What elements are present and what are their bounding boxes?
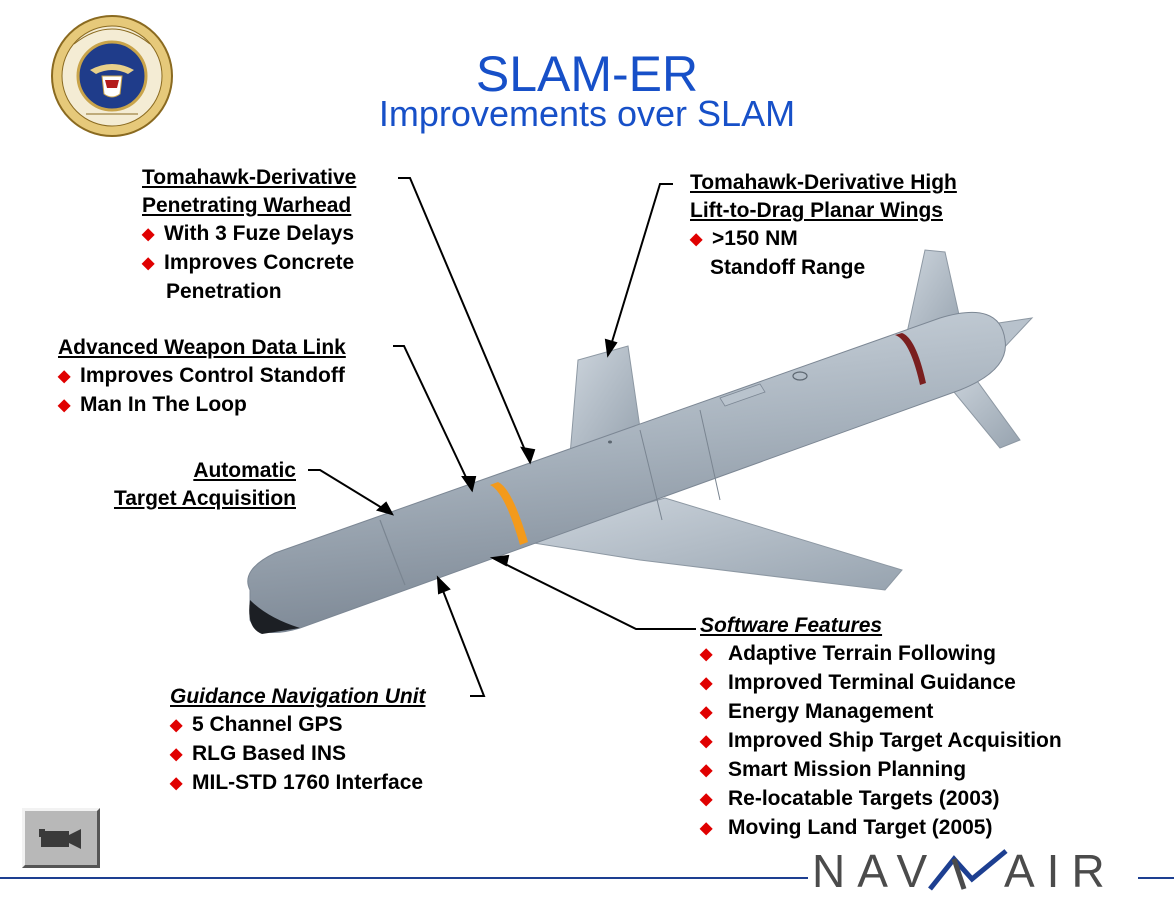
atac-title-line2: Target Acquisition	[113, 487, 296, 510]
red-diamond-icon: ◆	[690, 231, 703, 248]
list-item: ◆5 Channel GPS	[170, 711, 426, 740]
list-item: ◆Improves Concrete	[142, 249, 356, 278]
list-item: ◆Improved Ship Target Acquisition	[700, 727, 1062, 756]
navair-left: NAV	[812, 845, 940, 897]
red-diamond-icon: ◆	[170, 717, 183, 734]
list-item: ◆Improves Control Standoff	[58, 362, 346, 391]
list-item: ◆>150 NM	[690, 225, 957, 254]
list-item: ◆Adaptive Terrain Following	[700, 640, 1062, 669]
atac-title-line1: Automatic	[193, 459, 296, 482]
red-diamond-icon: ◆	[700, 820, 713, 837]
list-item: ◆RLG Based INS	[170, 740, 426, 769]
page-subtitle: Improvements over SLAM	[378, 93, 796, 134]
software-title: Software Features	[700, 614, 883, 637]
callout-warhead: Tomahawk-Derivative Penetrating Warhead …	[142, 164, 356, 306]
warhead-band	[490, 482, 528, 545]
leader-lines	[308, 177, 696, 697]
software-bullets: ◆Adaptive Terrain Following ◆Improved Te…	[700, 640, 1062, 843]
navair-swoosh-icon	[928, 849, 1008, 891]
missile-body	[247, 311, 1006, 633]
footer-rule	[0, 877, 1174, 879]
red-diamond-icon: ◆	[142, 226, 155, 243]
datalink-title: Advanced Weapon Data Link	[58, 336, 346, 359]
callout-datalink: Advanced Weapon Data Link ◆Improves Cont…	[58, 334, 346, 420]
red-diamond-icon: ◆	[700, 675, 713, 692]
list-item: ◆Improved Terminal Guidance	[700, 669, 1062, 698]
list-item: ◆Man In The Loop	[58, 391, 346, 420]
list-item-continuation: Penetration	[166, 280, 282, 303]
red-diamond-icon: ◆	[170, 746, 183, 763]
wings-title-line1: Tomahawk-Derivative High	[690, 171, 957, 194]
red-diamond-icon: ◆	[700, 762, 713, 779]
page-title: SLAM-ER	[475, 46, 699, 102]
list-item: ◆Moving Land Target (2005)	[700, 814, 1062, 843]
wings-bullets: ◆>150 NM Standoff Range	[690, 225, 957, 282]
list-item-continuation: Standoff Range	[710, 256, 866, 279]
warhead-title-line1: Tomahawk-Derivative	[142, 166, 357, 189]
gnu-title: Guidance Navigation Unit	[170, 685, 426, 708]
red-diamond-icon: ◆	[142, 255, 155, 272]
list-item: ◆Smart Mission Planning	[700, 756, 1062, 785]
callout-software: Software Features ◆Adaptive Terrain Foll…	[700, 612, 1062, 843]
list-item: ◆MIL-STD 1760 Interface	[170, 769, 426, 798]
seal-icon	[51, 15, 173, 137]
callout-atac: Automatic Target Acquisition	[80, 457, 296, 513]
wings-title-line2: Lift-to-Drag Planar Wings	[690, 199, 943, 222]
red-diamond-icon: ◆	[700, 791, 713, 808]
navy-seal-logo	[50, 14, 174, 138]
movie-camera-button[interactable]	[22, 808, 100, 868]
missile-nose	[249, 600, 300, 634]
red-diamond-icon: ◆	[58, 397, 71, 414]
callout-gnu: Guidance Navigation Unit ◆5 Channel GPS …	[170, 683, 426, 798]
red-diamond-icon: ◆	[700, 646, 713, 663]
red-diamond-icon: ◆	[700, 733, 713, 750]
navair-right: AIR	[1004, 845, 1117, 897]
movie-camera-icon	[39, 829, 81, 849]
gnu-bullets: ◆5 Channel GPS ◆RLG Based INS ◆MIL-STD 1…	[170, 711, 426, 798]
red-diamond-icon: ◆	[170, 775, 183, 792]
warhead-bullets: ◆With 3 Fuze Delays ◆Improves Concrete P…	[142, 220, 356, 306]
warhead-title-line2: Penetrating Warhead	[142, 194, 352, 217]
tail-band	[895, 333, 926, 385]
navair-logo: NAV AIR	[808, 845, 1138, 897]
red-diamond-icon: ◆	[58, 368, 71, 385]
callout-wings: Tomahawk-Derivative High Lift-to-Drag Pl…	[690, 169, 957, 282]
list-item: ◆With 3 Fuze Delays	[142, 220, 356, 249]
list-item: ◆Energy Management	[700, 698, 1062, 727]
datalink-bullets: ◆Improves Control Standoff ◆Man In The L…	[58, 362, 346, 420]
red-diamond-icon: ◆	[700, 704, 713, 721]
list-item: ◆Re-locatable Targets (2003)	[700, 785, 1062, 814]
